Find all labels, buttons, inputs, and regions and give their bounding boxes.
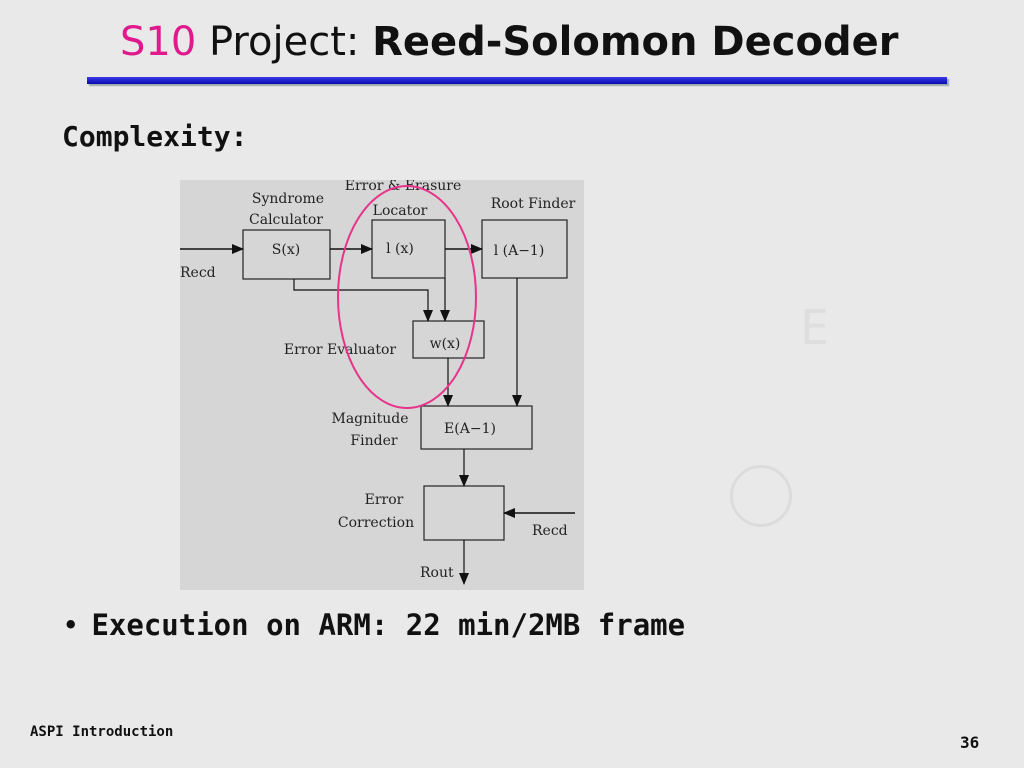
evaluator-box-text: w(x) bbox=[430, 336, 461, 352]
magnitude-box-text: E(A−1) bbox=[444, 421, 496, 437]
syndrome-label-line1: Syndrome bbox=[252, 191, 324, 207]
decoder-block-diagram: Syndrome Calculator S(x) Error & Erasure… bbox=[180, 178, 576, 585]
locator-label-line2: Locator bbox=[373, 203, 428, 219]
page-number: 36 bbox=[960, 733, 980, 752]
error-correction-box bbox=[423, 485, 505, 541]
evaluator-label: Error Evaluator bbox=[284, 342, 397, 358]
magnitude-finder-box bbox=[420, 405, 533, 450]
recd-input-label: Recd bbox=[180, 265, 216, 281]
title-divider bbox=[87, 77, 947, 84]
bullet-text: Execution on ARM: 22 min/2MB frame bbox=[91, 608, 686, 642]
diagram-panel: Syndrome Calculator S(x) Error & Erasure… bbox=[180, 178, 584, 590]
root-finder-box-text: l (A−1) bbox=[494, 243, 545, 259]
background-gear-decoration bbox=[730, 465, 792, 527]
bullet-dot: • bbox=[62, 608, 80, 642]
correction-label-line2: Correction bbox=[338, 515, 414, 531]
syndrome-label-line2: Calculator bbox=[249, 212, 323, 228]
recd-side-label: Recd bbox=[532, 523, 568, 539]
magnitude-label-line2: Finder bbox=[350, 433, 397, 449]
correction-label-line1: Error bbox=[365, 492, 404, 508]
title-project: Project: bbox=[209, 19, 360, 65]
background-letter-decoration: E bbox=[800, 300, 829, 356]
rout-label: Rout bbox=[420, 565, 454, 581]
footer-course-name: ASPI Introduction bbox=[30, 724, 174, 740]
locator-box-text: l (x) bbox=[386, 241, 414, 257]
slide-title: S10 Project: Reed-Solomon Decoder bbox=[120, 14, 1000, 70]
section-heading: Complexity: bbox=[62, 120, 248, 153]
root-finder-label: Root Finder bbox=[491, 196, 576, 212]
arrow-syndrome-to-evaluator bbox=[293, 279, 433, 322]
magnitude-label-line1: Magnitude bbox=[331, 411, 408, 427]
bullet-item: • Execution on ARM: 22 min/2MB frame bbox=[62, 608, 685, 642]
highlight-ellipse bbox=[337, 185, 477, 409]
title-code: S10 bbox=[120, 19, 197, 65]
title-name: Reed-Solomon Decoder bbox=[372, 19, 899, 65]
syndrome-calculator-box bbox=[242, 229, 331, 280]
syndrome-box-text: S(x) bbox=[272, 242, 300, 258]
